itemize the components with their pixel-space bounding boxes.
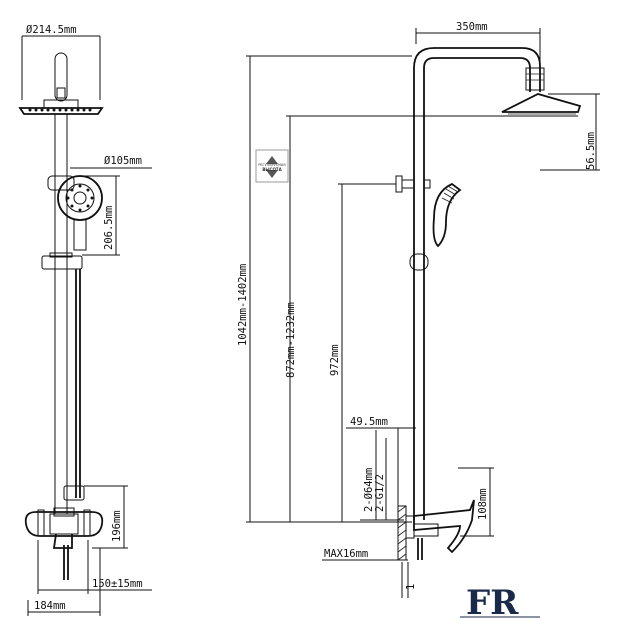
dim-mixer-spacing: 150±15mm [92, 578, 143, 590]
hand-shower-front-icon [57, 175, 103, 251]
dim-head-height: 56.5mm [585, 132, 597, 170]
dim-head-diameter: Ø214.5mm [26, 24, 77, 36]
dim-arm-length: 350mm [456, 21, 488, 33]
mixer-front-icon [24, 507, 104, 549]
adjustable-height-badge: РЕГУЛИРУЕМАЯ ВЫСОТА [255, 149, 289, 183]
dim-flange: 2-Ø64mm [363, 468, 375, 512]
dim-adjustable-height: 872mm-1232mm [285, 302, 297, 378]
dim-mixer-height-left: 196mm [111, 510, 123, 542]
overhead-shower-head-side-icon [501, 93, 582, 117]
hand-shower-side-icon [432, 182, 462, 248]
left-front-view: Ø214.5mm Ø105mm [18, 24, 152, 616]
logo-text: FR [466, 583, 519, 623]
mixer-side-icon [405, 499, 475, 560]
dim-thread: 2-G1/2 [374, 474, 386, 512]
dim-hand-diameter: Ø105mm [104, 155, 142, 167]
badge-line2: ВЫСОТА [262, 167, 282, 172]
overhead-shower-head-icon [18, 99, 104, 115]
brand-logo: FR [460, 583, 540, 623]
dim-mixer-width: 184mm [34, 600, 66, 612]
wall-hatch [397, 505, 407, 561]
dim-holder-height: 972mm [329, 344, 341, 376]
dim-mixer-height-right: 108mm [477, 488, 489, 520]
dim-max: MAX16mm [324, 548, 368, 560]
dim-one: 1 [405, 584, 417, 590]
badge-line1: РЕГУЛИРУЕМАЯ [258, 163, 286, 167]
right-side-view: 350mm 56.5mm 1042mm-1402mm РЕГУЛИРУЕМА [237, 21, 600, 598]
dim-hand-height: 206.5mm [103, 206, 115, 250]
dim-offset: 49.5mm [350, 416, 388, 428]
shower-holder-icon [395, 175, 431, 193]
dim-total-height: 1042mm-1402mm [237, 264, 249, 346]
